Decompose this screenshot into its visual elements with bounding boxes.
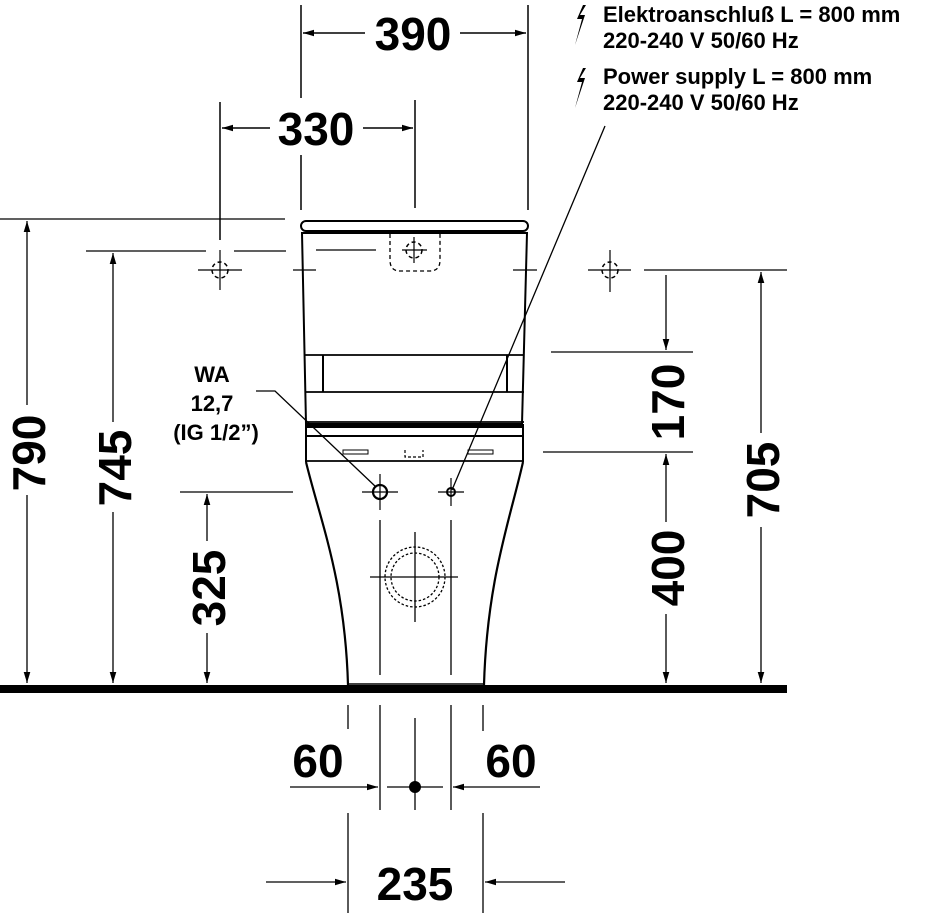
water-inlet-leader-line bbox=[256, 390, 377, 488]
dimension-60-60 bbox=[290, 705, 540, 810]
dimension-60-left-label: 60 bbox=[292, 735, 343, 787]
dimension-325-label: 325 bbox=[183, 550, 235, 627]
dimension-330-label: 330 bbox=[278, 103, 355, 155]
dimension-400-label: 400 bbox=[642, 530, 694, 607]
dimension-390-label: 390 bbox=[375, 8, 452, 60]
dimension-60-right-label: 60 bbox=[485, 735, 536, 787]
dimension-235 bbox=[266, 813, 565, 913]
note-electrical-en-line1: Power supply L = 800 mm bbox=[603, 64, 872, 89]
water-inlet-label-wa: WA bbox=[194, 362, 230, 387]
lightning-bolt-icon bbox=[575, 68, 586, 108]
note-electrical-de-line1: Elektroanschluß L = 800 mm bbox=[603, 2, 900, 27]
floor-line bbox=[0, 685, 787, 693]
dimension-330 bbox=[219, 100, 416, 240]
dimension-235-label: 235 bbox=[377, 858, 454, 910]
power-leader-line bbox=[451, 125, 606, 491]
fixing-point-left-icon bbox=[198, 250, 242, 290]
cistern-lid bbox=[300, 220, 529, 232]
dimension-170-label: 170 bbox=[642, 364, 694, 441]
toilet-outline bbox=[300, 220, 529, 686]
reference-lines bbox=[0, 218, 787, 493]
center-point-icon bbox=[409, 781, 421, 793]
dimension-390 bbox=[300, 5, 529, 210]
note-electrical-en-line2: 220-240 V 50/60 Hz bbox=[603, 90, 799, 115]
dimension-705-label: 705 bbox=[737, 442, 789, 519]
dimension-745-label: 745 bbox=[89, 430, 141, 507]
dimension-790-label: 790 bbox=[3, 415, 55, 492]
note-electrical-de-line2: 220-240 V 50/60 Hz bbox=[603, 28, 799, 53]
water-inlet-label-size: 12,7 bbox=[191, 391, 234, 416]
lightning-bolt-icon bbox=[575, 5, 586, 45]
fixing-point-right-icon bbox=[588, 250, 631, 292]
water-inlet-label-thread: (IG 1/2”) bbox=[173, 420, 259, 445]
